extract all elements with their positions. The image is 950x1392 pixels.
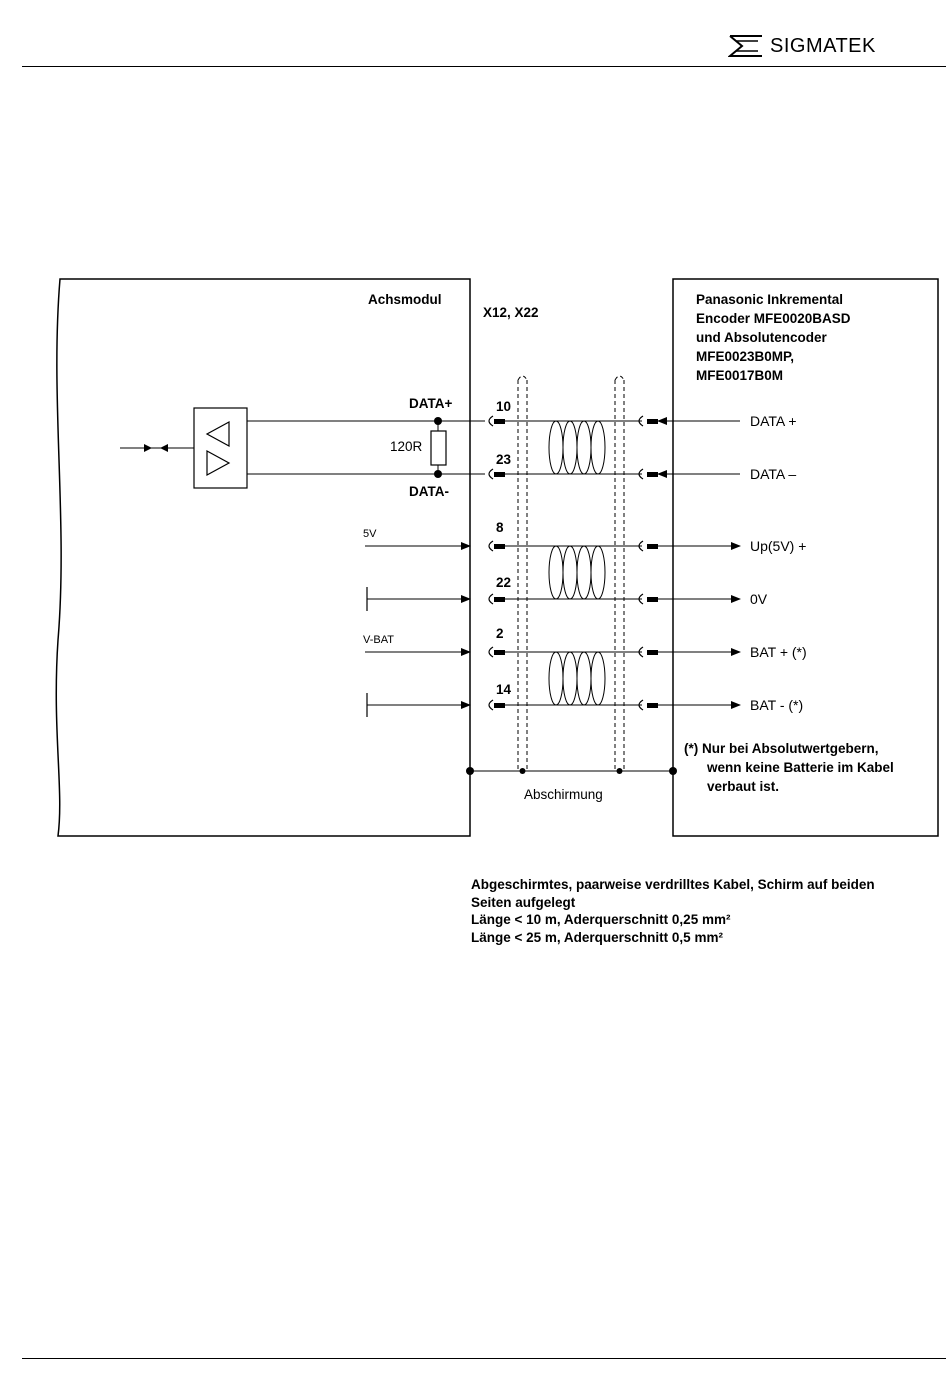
termination-resistor bbox=[430, 430, 447, 466]
shield-label: Abschirmung bbox=[524, 787, 603, 802]
twisted-pair bbox=[548, 651, 606, 706]
wire-2 bbox=[488, 468, 740, 480]
sigmatek-logo-icon bbox=[728, 35, 762, 57]
caption-line: Seiten aufgelegt bbox=[471, 894, 576, 910]
cable-shield bbox=[517, 375, 625, 770]
twisted-pair bbox=[548, 545, 606, 600]
pin-number: 10 bbox=[496, 399, 511, 414]
pin-number: 8 bbox=[496, 520, 504, 535]
encoder-signal: BAT - (*) bbox=[750, 697, 803, 713]
driver-triangle-icon bbox=[206, 449, 231, 477]
five-v-label: 5V bbox=[363, 528, 377, 540]
footer-rule bbox=[22, 1358, 946, 1359]
encoder-box bbox=[672, 278, 939, 837]
wire-4 bbox=[488, 593, 741, 605]
encoder-signal: DATA – bbox=[750, 466, 796, 482]
axis-module-title: Achsmodul bbox=[368, 292, 442, 307]
caption-line: Länge < 10 m, Aderquerschnitt 0,25 mm² bbox=[471, 912, 731, 927]
header-rule bbox=[22, 66, 946, 67]
wire-6 bbox=[488, 699, 741, 711]
resistor-label: 120R bbox=[390, 439, 423, 454]
data-plus-label: DATA+ bbox=[409, 396, 452, 411]
pin-number: 14 bbox=[496, 682, 512, 697]
encoder-signal: BAT + (*) bbox=[750, 644, 807, 660]
receiver-triangle-icon bbox=[205, 420, 230, 448]
absolute-encoder-note: (*) Nur bei Absolutwertgebern, wenn kein… bbox=[684, 741, 898, 794]
axis-module-box bbox=[55, 278, 471, 837]
encoder-signal: DATA + bbox=[750, 413, 797, 429]
pin-number: 2 bbox=[496, 626, 504, 641]
wire-1 bbox=[488, 415, 740, 427]
cable-specification: Abgeschirmtes, paarweise verdrilltes Kab… bbox=[471, 876, 941, 946]
connector-label: X12, X22 bbox=[483, 305, 539, 320]
twisted-pair bbox=[548, 420, 606, 475]
caption-line: Abgeschirmtes, paarweise verdrilltes Kab… bbox=[471, 877, 875, 892]
wire-5 bbox=[488, 646, 741, 658]
transceiver-block bbox=[193, 407, 248, 489]
wire-3 bbox=[488, 540, 741, 552]
v-bat-label: V-BAT bbox=[363, 634, 394, 646]
encoder-signal: 0V bbox=[750, 591, 768, 607]
pin-number: 22 bbox=[496, 575, 511, 590]
caption-line: Länge < 25 m, Aderquerschnitt 0,5 mm² bbox=[471, 929, 723, 945]
encoder-title: Panasonic Inkremental Encoder MFE0020BAS… bbox=[696, 292, 854, 383]
pin-number: 23 bbox=[496, 452, 512, 467]
data-minus-label: DATA- bbox=[409, 484, 449, 499]
bidirectional-arrow-icon bbox=[144, 444, 168, 452]
sigmatek-logo: SIGMATEK bbox=[728, 33, 876, 59]
encoder-signal: Up(5V) + bbox=[750, 538, 806, 554]
brand-name: SIGMATEK bbox=[770, 34, 876, 57]
